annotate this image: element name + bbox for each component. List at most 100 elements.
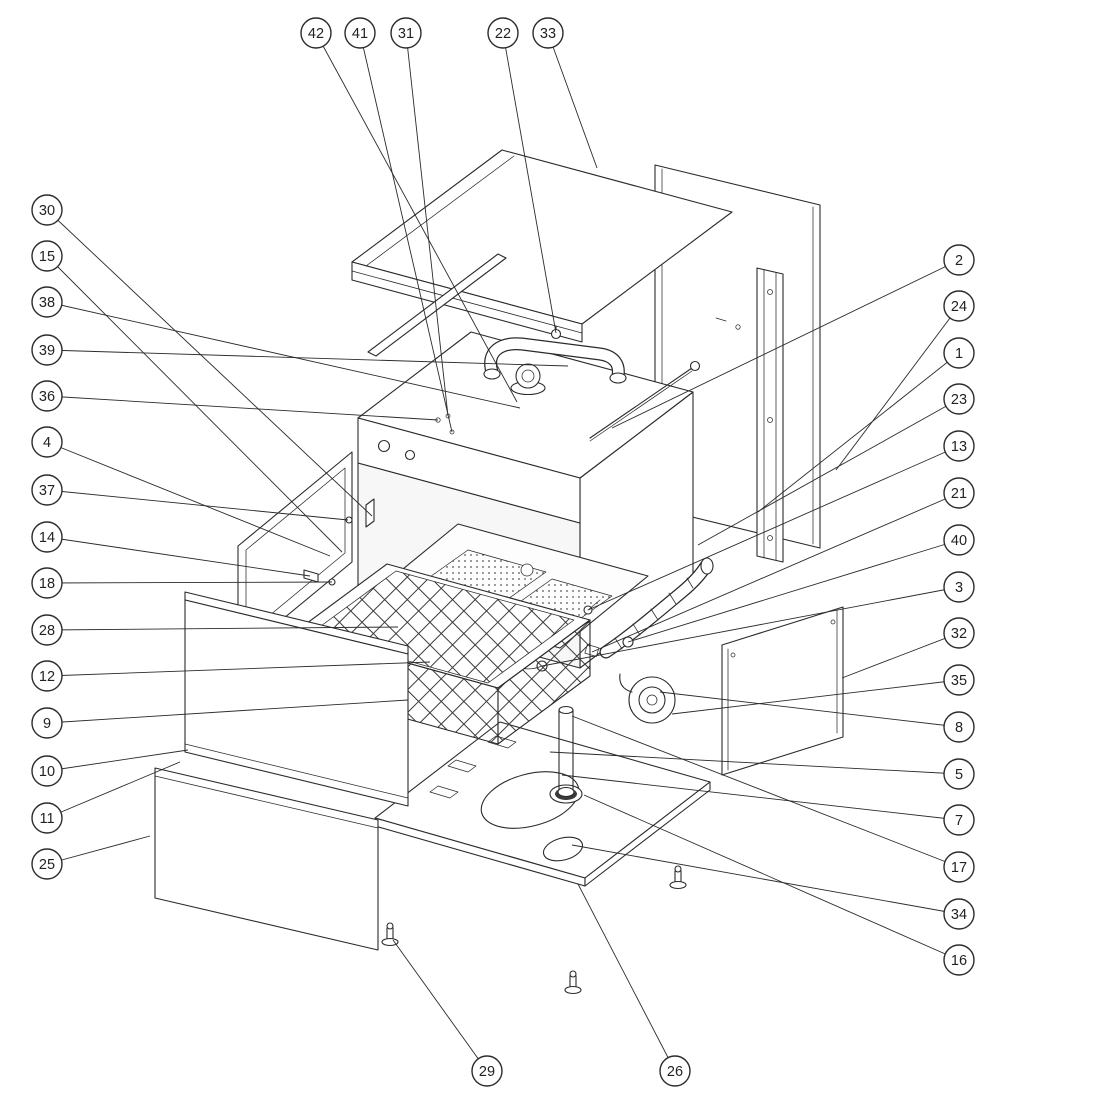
- callout-40: 40: [627, 524, 975, 643]
- callout-21: 21: [591, 477, 975, 653]
- balloon-3: [943, 571, 975, 603]
- callout-16: 16: [583, 794, 975, 976]
- leader-line-16: [583, 794, 960, 961]
- leader-line-39: [46, 349, 569, 367]
- leader-line-22: [502, 32, 557, 334]
- balloon-number-22: 22: [495, 26, 511, 42]
- leader-line-41: [359, 32, 453, 433]
- wash-chamber: [357, 331, 694, 669]
- callout-2: 2: [611, 244, 975, 429]
- balloon-29: [471, 1055, 503, 1087]
- balloon-36: [31, 380, 63, 412]
- leader-line-28: [46, 626, 399, 631]
- balloon-number-13: 13: [951, 439, 967, 455]
- mounting-strip: [756, 267, 784, 563]
- leader-line-21: [591, 492, 960, 653]
- balloon-5: [943, 758, 975, 790]
- balloon-number-1: 1: [955, 346, 963, 362]
- leader-line-37: [46, 489, 349, 521]
- balloon-28: [31, 614, 63, 646]
- balloon-38: [31, 286, 63, 318]
- leader-line-40: [627, 539, 960, 643]
- balloon-number-2: 2: [955, 253, 963, 269]
- balloon-42: [300, 17, 332, 49]
- balloon-33: [532, 17, 564, 49]
- balloon-1: [943, 337, 975, 369]
- balloon-4: [31, 426, 63, 458]
- callout-22: 22: [487, 17, 557, 334]
- overflow-standpipe: [549, 705, 583, 804]
- balloon-number-26: 26: [667, 1064, 683, 1080]
- balloon-number-17: 17: [951, 860, 967, 876]
- callout-34: 34: [571, 844, 975, 930]
- callout-5: 5: [549, 751, 975, 790]
- balloon-number-33: 33: [540, 26, 556, 42]
- callout-38: 38: [31, 286, 521, 409]
- balloon-2: [943, 244, 975, 276]
- callout-41: 41: [344, 17, 453, 433]
- leader-line-38: [46, 301, 521, 409]
- callout-24: 24: [835, 290, 975, 471]
- callout-10: 10: [31, 749, 189, 787]
- callout-18: 18: [31, 567, 333, 599]
- balloon-number-42: 42: [308, 26, 324, 42]
- balloon-number-34: 34: [951, 907, 967, 923]
- callout-37: 37: [31, 474, 349, 521]
- balloon-25: [31, 848, 63, 880]
- balloon-8: [943, 711, 975, 743]
- leveling-feet: [564, 865, 687, 995]
- callout-36: 36: [31, 380, 439, 421]
- leader-line-17: [571, 715, 960, 868]
- balloon-number-18: 18: [39, 576, 55, 592]
- leader-line-9: [46, 699, 409, 724]
- leader-line-11: [46, 761, 181, 819]
- leader-line-30: [46, 209, 373, 517]
- callout-15: 15: [31, 240, 343, 553]
- balloon-9: [31, 707, 63, 739]
- callout-17: 17: [571, 715, 975, 883]
- balloon-number-39: 39: [39, 343, 55, 359]
- callout-9: 9: [31, 699, 409, 739]
- leader-line-5: [549, 751, 960, 775]
- top-cover-panel: [351, 149, 733, 343]
- leader-line-18: [46, 581, 333, 584]
- balloon-number-4: 4: [43, 435, 51, 451]
- leader-line-1: [757, 352, 960, 513]
- balloon-number-37: 37: [39, 483, 55, 499]
- callout-3: 3: [541, 571, 975, 667]
- leader-line-15: [46, 255, 343, 553]
- balloon-number-40: 40: [951, 533, 967, 549]
- leader-line-4: [46, 441, 331, 557]
- base-plate: [374, 721, 711, 887]
- callout-28: 28: [31, 614, 399, 646]
- balloon-40: [943, 524, 975, 556]
- callout-31: 31: [390, 17, 449, 417]
- kick-panel-foot: [381, 922, 399, 947]
- balloon-number-14: 14: [39, 530, 55, 546]
- callout-11: 11: [31, 761, 181, 834]
- balloon-18: [31, 567, 63, 599]
- balloon-37: [31, 474, 63, 506]
- callout-14: 14: [31, 521, 311, 577]
- callout-33: 33: [532, 17, 598, 169]
- balloon-number-7: 7: [955, 813, 963, 829]
- balloon-23: [943, 383, 975, 415]
- balloon-number-15: 15: [39, 249, 55, 265]
- leader-line-26: [577, 883, 676, 1072]
- balloon-number-5: 5: [955, 767, 963, 783]
- callout-13: 13: [587, 430, 975, 611]
- leader-line-36: [46, 395, 439, 421]
- balloon-number-9: 9: [43, 716, 51, 732]
- balloon-35: [943, 664, 975, 696]
- callout-12: 12: [31, 660, 431, 692]
- leader-line-7: [561, 774, 960, 821]
- leader-line-13: [587, 445, 960, 611]
- leader-line-23: [697, 398, 960, 546]
- balloon-number-29: 29: [479, 1064, 495, 1080]
- balloon-number-32: 32: [951, 626, 967, 642]
- balloon-12: [31, 660, 63, 692]
- callout-39: 39: [31, 334, 569, 367]
- balloon-number-41: 41: [352, 26, 368, 42]
- callout-23: 23: [697, 383, 975, 546]
